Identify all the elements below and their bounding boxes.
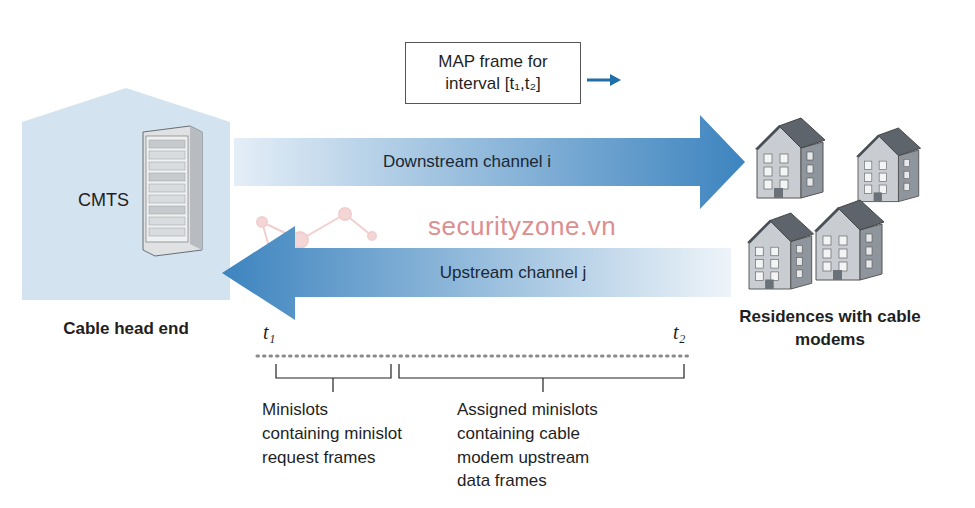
band-text-area: Downstream channel i [234,138,700,186]
house-icon [755,118,825,198]
residences-label: Residences with cable modems [738,306,922,352]
bracket-label: Minislots containing minislot request fr… [262,398,410,469]
channel-label: Downstream channel i [383,152,551,172]
server-rack [143,126,202,256]
watermark: securityzone.vn [428,211,616,242]
time-marker: t₂ [673,321,686,344]
timeline [257,356,692,392]
bracket [399,364,684,392]
box-text: MAP frame for interval [t₁,t₂] [418,51,568,95]
building-label: CMTS [78,190,129,211]
band-text-area: Upstream channel j [295,248,731,297]
channel-label: Upstream channel j [440,263,586,283]
bracket [276,364,391,392]
residences-illustration [747,118,920,289]
house-icon [856,128,920,202]
bracket-label: Assigned minislots containing cable mode… [457,398,623,493]
channel-band: Downstream channel i [234,115,746,210]
head-end-building: CMTSCable head end [22,88,230,300]
dotted-timeline [257,355,692,358]
time-marker: t₁ [263,321,276,344]
map-arrow [587,74,621,86]
site-heading: Cable head end [22,319,230,339]
message-box: MAP frame for interval [t₁,t₂] [405,42,581,104]
house-icon [814,200,884,280]
house-icon [747,213,814,289]
